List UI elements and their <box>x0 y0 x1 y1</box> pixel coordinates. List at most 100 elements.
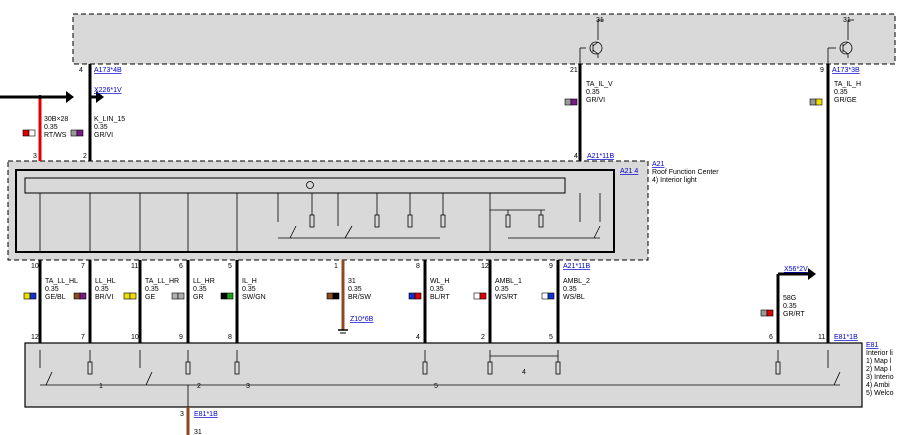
pin-number: 11 <box>818 334 825 341</box>
pin-number: 9 <box>820 67 824 74</box>
lamp-number-2: 2 <box>197 383 201 390</box>
lamp-number-1: 1 <box>99 383 103 390</box>
pin-number: 10 <box>31 263 39 270</box>
pin-number: 2 <box>83 153 87 160</box>
wire-size: 0.35 <box>783 303 797 310</box>
pin-number: 8 <box>416 263 420 270</box>
conn-e81-1b-bottom[interactable]: E81*1B <box>194 411 218 418</box>
wire-color-swatch <box>564 98 578 106</box>
lamp-number-4: 4 <box>522 369 526 376</box>
wire-size: 0.35 <box>95 286 109 293</box>
wire-color-swatch <box>473 292 487 300</box>
wire-color: RT/WS <box>44 132 67 139</box>
pin-number: 11 <box>131 263 138 270</box>
conn-a21-11b-bottom[interactable]: A21*11B <box>563 263 590 270</box>
wire-color-swatch <box>220 292 234 300</box>
pin-number: 4 <box>416 334 420 341</box>
wire-color: SW/GN <box>242 294 266 301</box>
pin-number: 7 <box>81 263 85 270</box>
conn-z10-6b[interactable]: Z10*6B <box>350 316 374 323</box>
lamp-number-3: 3 <box>246 383 250 390</box>
wire-name: TA_LL_HL <box>45 278 78 285</box>
wire-color: BL/RT <box>430 294 450 301</box>
a21-bus-symbol <box>306 181 314 189</box>
e81-desc-item-2: 2) Map l <box>866 366 892 373</box>
conn-a21-11b-top[interactable]: A21*11B <box>587 153 614 160</box>
wire-color-swatch <box>809 98 823 106</box>
wire-color-swatch <box>23 292 37 300</box>
transistor-left <box>579 19 604 66</box>
wire-color-swatch <box>22 129 36 137</box>
wire-color: GE <box>145 294 155 301</box>
e81-desc-item-1: 1) Map l <box>866 358 892 365</box>
wire-size: 0.35 <box>242 286 256 293</box>
pin-number: 6 <box>769 334 773 341</box>
wire-name: LL_HR <box>193 278 215 285</box>
wire-name: IL_H <box>242 278 257 285</box>
conn-a21-4[interactable]: A21 4 <box>620 168 638 175</box>
e81-module-box <box>24 342 863 408</box>
top-ground-label-1: 31 <box>596 17 604 24</box>
wire-color: GE/BL <box>45 294 66 301</box>
pin-number: 9 <box>179 334 183 341</box>
bottom-pin: 3 <box>180 411 184 418</box>
conn-a173-4b[interactable]: A173*4B <box>94 67 122 74</box>
wire-color-swatch <box>70 129 84 137</box>
conn-e81[interactable]: E81 <box>866 342 879 349</box>
wire-name: WL_H <box>430 278 449 285</box>
pin-number: 3 <box>33 153 37 160</box>
wire-name: TA_IL_H <box>834 81 861 88</box>
pin-number: 4 <box>79 67 83 74</box>
conn-a21[interactable]: A21 <box>652 161 665 168</box>
conn-e81-1b-right[interactable]: E81*1B <box>834 334 858 341</box>
wire-name: TA_IL_V <box>586 81 613 88</box>
wire-color: GR <box>193 294 204 301</box>
pin-number: 5 <box>228 263 232 270</box>
wire-color: GR/VI <box>94 132 113 139</box>
e81-desc-item-3: 3) Interio <box>866 374 894 381</box>
junction-30b <box>38 95 42 99</box>
e81-desc-title: Interior li <box>866 350 893 357</box>
wire-size: 0.35 <box>586 89 600 96</box>
e81-desc-item-4: 4) Ambi <box>866 382 890 389</box>
wire-color: BR/VI <box>95 294 113 301</box>
e81-internal-circuit <box>39 350 841 407</box>
pin-number: 5 <box>549 334 553 341</box>
pin-number: 10 <box>131 334 139 341</box>
conn-x56-2v[interactable]: X56*2V <box>784 266 808 273</box>
pin-number: 2 <box>481 334 485 341</box>
arrow-x226 <box>96 91 104 103</box>
top-ground-label-2: 31 <box>843 17 851 24</box>
wire-name: 58G <box>783 295 796 302</box>
wire-size: 0.35 <box>145 286 159 293</box>
wire-color: GR/RT <box>783 311 805 318</box>
a21-desc-line2: 4) Interior light <box>652 177 697 184</box>
wire-color: GR/VI <box>586 97 605 104</box>
wire-color: GR/GE <box>834 97 857 104</box>
a21-bus-bar <box>24 177 566 194</box>
wire-name: K_LIN_15 <box>94 116 125 123</box>
pin-number: 8 <box>228 334 232 341</box>
wire-name: 30B×28 <box>44 116 68 123</box>
a21-desc-line1: Roof Function Center <box>652 169 719 176</box>
wire-size: 0.35 <box>495 286 509 293</box>
wire-size: 0.35 <box>834 89 848 96</box>
conn-x226-1v[interactable]: X226*1V <box>94 87 122 94</box>
lamp-number-5: 5 <box>434 383 438 390</box>
wire-color: WS/RT <box>495 294 518 301</box>
wire-name: AMBL_2 <box>563 278 590 285</box>
pin-number: 4 <box>574 153 578 160</box>
wire-color-swatch <box>123 292 137 300</box>
wire-name: TA_LL_HR <box>145 278 179 285</box>
transistor-right <box>827 19 854 66</box>
pin-number: 6 <box>179 263 183 270</box>
wire-color-swatch <box>760 309 774 317</box>
wire-color-swatch <box>408 292 422 300</box>
wire-size: 0.35 <box>563 286 577 293</box>
pin-number: 12 <box>481 263 489 270</box>
wire-name: LL_HL <box>95 278 116 285</box>
a21-internal-circuit <box>39 193 601 252</box>
conn-a173-3b[interactable]: A173*3B <box>832 67 860 74</box>
wire-size: 0.35 <box>193 286 207 293</box>
